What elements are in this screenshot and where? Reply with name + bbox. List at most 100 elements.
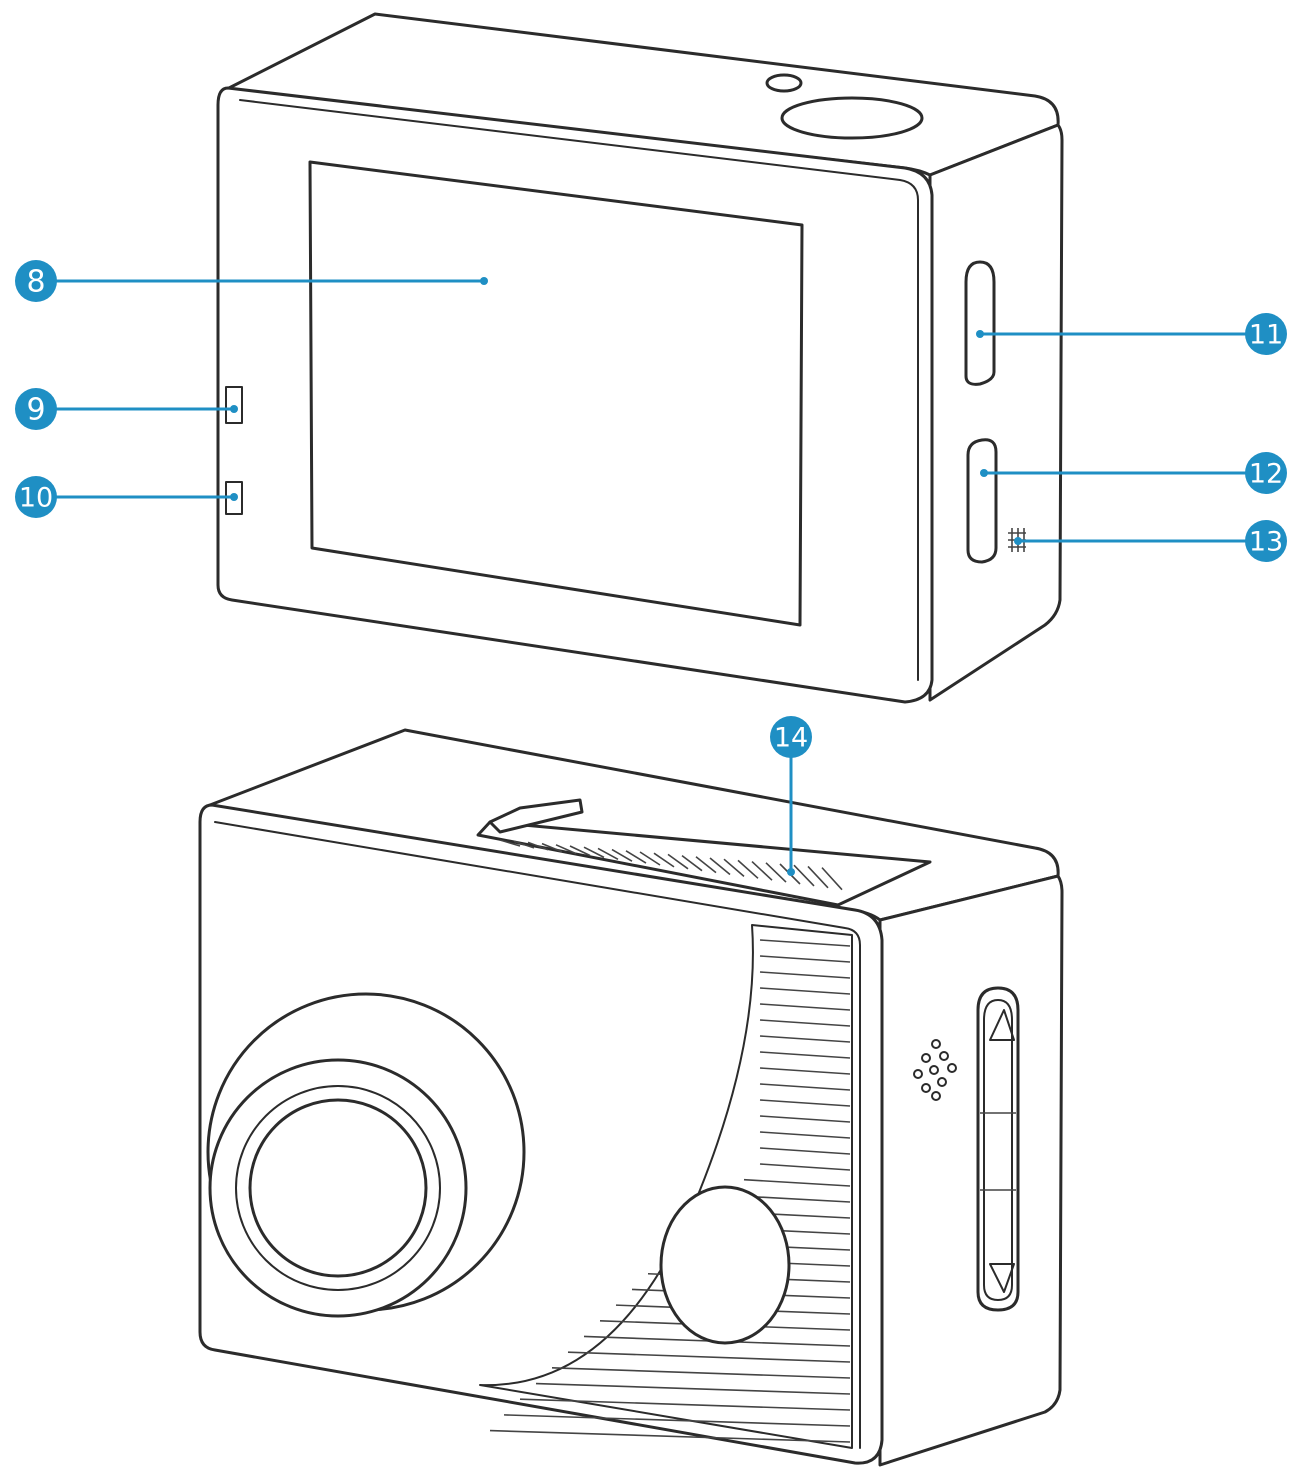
door-ridge — [653, 852, 675, 868]
panel-rib — [759, 939, 851, 947]
door-ridge — [569, 845, 591, 857]
panel-rib — [759, 1115, 851, 1123]
up-arrow-icon — [989, 1009, 1015, 1041]
panel-rib — [759, 1003, 851, 1011]
door-ridge — [821, 867, 843, 891]
door-ridge — [583, 846, 605, 859]
door-ridge — [555, 844, 577, 855]
callout-11-label: 11 — [1249, 320, 1283, 351]
leader-dot-14 — [787, 868, 795, 876]
callout-12-badge — [1245, 452, 1287, 494]
leader-dot-10 — [230, 493, 238, 501]
door-ridge — [695, 856, 717, 874]
top-indicator-hole — [765, 73, 803, 93]
door-ridge — [541, 842, 563, 853]
camera-front-side-face — [878, 874, 1064, 1467]
speaker-dot — [921, 1083, 931, 1093]
door-ridge — [667, 853, 689, 870]
shutter-button — [780, 96, 924, 140]
speaker-dot — [931, 1039, 941, 1049]
callout-11: 11 — [1245, 313, 1287, 355]
leader-dot-11 — [976, 330, 984, 338]
camera-back-inner-bevel — [239, 99, 919, 681]
callout-10-badge — [15, 476, 57, 518]
side-button-12 — [966, 438, 998, 564]
callout-13-label: 13 — [1249, 527, 1283, 558]
panel-rib — [567, 1351, 851, 1363]
panel-rib — [489, 1429, 851, 1443]
callout-badges: 8 9 10 11 12 13 14 — [15, 260, 1287, 758]
speaker-dot — [929, 1065, 939, 1075]
panel-rib — [535, 1382, 851, 1395]
callout-13: 13 — [1245, 520, 1287, 562]
callout-9-label: 9 — [26, 393, 45, 428]
speaker-dot — [931, 1091, 941, 1101]
side-button-panel-inner — [983, 999, 1013, 1301]
callout-9-badge — [15, 388, 57, 430]
door-ridge — [807, 865, 829, 889]
front-power-button — [659, 1185, 791, 1345]
panel-rib — [759, 1131, 851, 1139]
callout-8-badge — [15, 260, 57, 302]
speaker-dot — [921, 1053, 931, 1063]
leader-dot-12 — [980, 469, 988, 477]
lcd-screen — [308, 160, 804, 627]
lens-glass — [248, 1098, 428, 1278]
callout-10-label: 10 — [19, 483, 53, 514]
panel-rib — [759, 1099, 851, 1107]
leader-dot-9 — [230, 405, 238, 413]
door-ridge — [793, 864, 815, 887]
down-arrow-icon — [989, 1263, 1015, 1293]
door-ridge — [625, 850, 647, 864]
camera-front-inner-bevel — [214, 821, 861, 1449]
callout-14: 14 — [770, 716, 812, 758]
side-button-panel — [976, 986, 1020, 1312]
camera-front-view — [198, 728, 1064, 1467]
callout-10: 10 — [15, 476, 57, 518]
door-ridge — [751, 861, 773, 881]
speaker-dot — [939, 1051, 949, 1061]
panel-rib — [759, 1083, 851, 1091]
door-ridge — [513, 840, 535, 849]
callout-12: 12 — [1245, 452, 1287, 494]
camera-back-view — [216, 12, 1064, 704]
callout-8: 8 — [15, 260, 57, 302]
side-button-11 — [964, 260, 996, 386]
panel-rib — [759, 971, 851, 979]
panel-rib — [551, 1367, 851, 1379]
battery-door-latch — [488, 798, 584, 834]
panel-rib — [759, 1067, 851, 1075]
camera-back-side-face — [928, 123, 1064, 702]
door-ridge — [709, 857, 731, 876]
callout-14-badge — [770, 716, 812, 758]
callout-11-badge — [1245, 313, 1287, 355]
callout-14-label: 14 — [774, 723, 808, 754]
callout-12-label: 12 — [1249, 459, 1283, 490]
door-ridge — [639, 851, 661, 866]
leader-dot-13 — [1014, 537, 1022, 545]
door-ridge — [765, 862, 787, 883]
door-ridge — [527, 841, 549, 851]
speaker-grille — [913, 1039, 957, 1101]
panel-rib — [759, 1163, 851, 1171]
callout-9: 9 — [15, 388, 57, 430]
panel-rib — [519, 1398, 851, 1411]
door-ridge — [597, 847, 619, 861]
panel-rib — [759, 955, 851, 963]
panel-rib — [759, 1051, 851, 1059]
door-ridge — [681, 854, 703, 872]
speaker-dot — [937, 1077, 947, 1087]
indicator-light-9 — [225, 386, 243, 424]
callout-13-badge — [1245, 520, 1287, 562]
panel-rib — [759, 1147, 851, 1155]
speaker-dot — [913, 1069, 923, 1079]
speaker-dot — [947, 1063, 957, 1073]
callout-leaders — [56, 277, 1246, 876]
panel-rib — [503, 1414, 851, 1427]
panel-rib — [759, 987, 851, 995]
panel-rib — [759, 1035, 851, 1043]
door-ridge — [499, 839, 521, 847]
lens-middle-ring — [235, 1085, 441, 1291]
leader-dot-8 — [480, 277, 488, 285]
